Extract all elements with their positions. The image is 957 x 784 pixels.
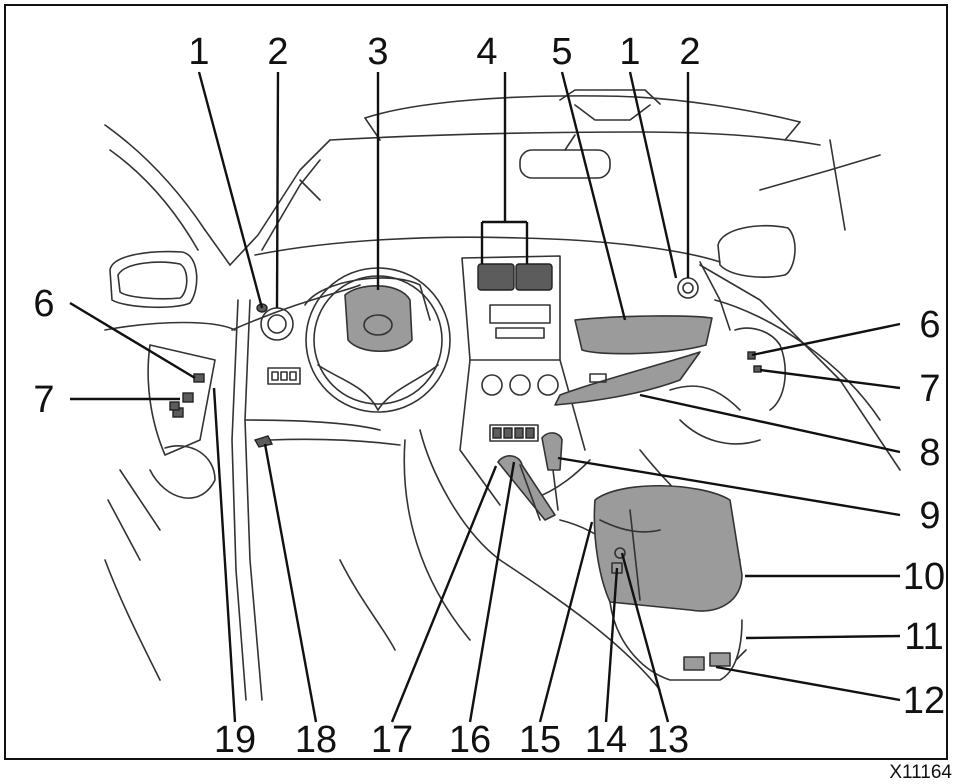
callout-right-8: 8 (919, 432, 940, 474)
left-mirror (109, 250, 198, 309)
callout-top-2: 2 (267, 31, 288, 73)
center-vent-left (477, 263, 515, 291)
callout-top-2b: 2 (679, 31, 700, 73)
console-box-lid (593, 484, 743, 612)
callout-right-10: 10 (903, 556, 945, 598)
callout-bottom-15: 15 (519, 719, 561, 761)
callout-bottom-14: 14 (585, 719, 627, 761)
callout-left-7: 7 (33, 379, 54, 421)
figure-code: X11164 (889, 762, 952, 783)
shift-lever (541, 432, 563, 471)
figure-frame (4, 4, 948, 760)
callout-right-11: 11 (904, 616, 943, 658)
callout-bottom-18: 18 (295, 719, 337, 761)
callout-right-7: 7 (919, 368, 940, 410)
rear-outlet-right (709, 652, 731, 667)
callout-bottom-13: 13 (647, 719, 689, 761)
rear-view-mirror (519, 149, 611, 179)
callout-bottom-19: 19 (214, 719, 256, 761)
callout-labels: 1 2 3 4 5 1 2 6 7 6 7 8 9 10 11 12 19 18… (33, 31, 945, 761)
driver-airbag (344, 285, 413, 352)
interior-illustration (104, 89, 901, 701)
callout-bottom-17: 17 (371, 719, 413, 761)
glove-box (554, 351, 701, 406)
callout-left-6: 6 (33, 283, 54, 325)
right-mirror (717, 225, 796, 278)
callout-top-1b: 1 (619, 31, 640, 73)
right-side-vent (677, 277, 699, 299)
rear-outlet-left (683, 656, 705, 671)
callout-top-1: 1 (188, 31, 209, 73)
leader-lines (69, 71, 901, 723)
callout-right-12: 12 (903, 680, 945, 722)
callout-right-9: 9 (919, 495, 940, 537)
callout-top-5: 5 (551, 31, 572, 73)
callout-top-4: 4 (476, 31, 497, 73)
callout-right-6: 6 (919, 304, 940, 346)
callout-top-3: 3 (367, 31, 388, 73)
passenger-airbag (574, 315, 713, 355)
callout-bottom-16: 16 (449, 719, 491, 761)
center-vent-right (515, 263, 553, 291)
